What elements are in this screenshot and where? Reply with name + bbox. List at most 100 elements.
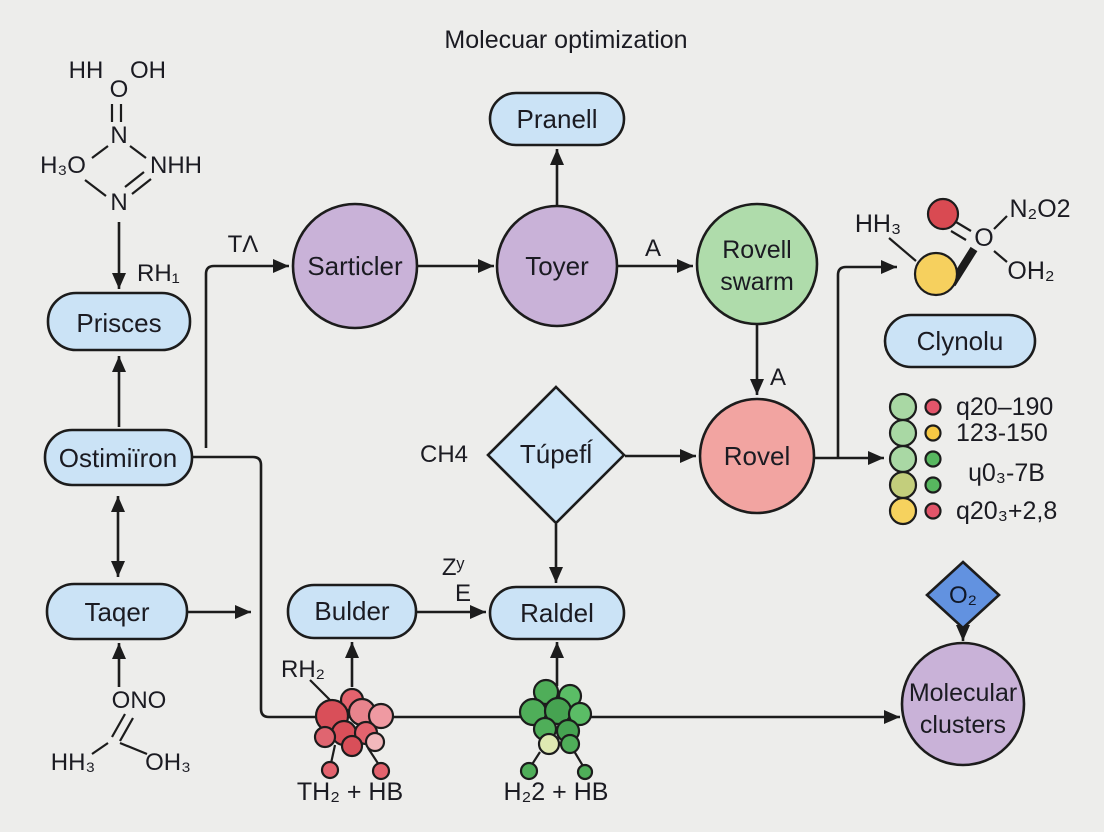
node-sarticler-shape	[291, 202, 419, 330]
molecule-top-left: HH OH O N H₃O NHH N	[40, 57, 202, 216]
node-rovell-swarm-label-line1: Rovell	[722, 236, 791, 264]
bond-single-ono	[91, 741, 148, 756]
node-o2-diamond: O₂	[925, 560, 1001, 630]
node-prisces: Prisces	[46, 291, 192, 352]
node-rovel-label: Rovel	[724, 441, 790, 471]
green-cluster-atom	[567, 701, 593, 727]
red-cluster-atom	[364, 731, 386, 753]
node-molecular-clusters-label-line1: Molecular	[909, 679, 1017, 707]
node-taqer-label: Taqer	[84, 597, 149, 627]
node-molecular-clusters: Molecular clusters	[900, 641, 1026, 767]
atom-label-oh: OH	[130, 57, 166, 84]
bond-ring-single	[84, 145, 147, 197]
node-molecular-clusters-label-line2: clusters	[920, 711, 1006, 739]
green-cluster-satellite	[576, 763, 594, 781]
node-rovell-swarm: Rovell swarm	[695, 202, 819, 326]
bond-ring-double	[124, 171, 152, 195]
legend-label-0: q20–190	[956, 393, 1053, 421]
node-prisces-label: Prisces	[76, 308, 161, 338]
edge-label-ch4: CH4	[420, 441, 468, 468]
atom-label-oh2: OH₂	[1007, 257, 1054, 285]
node-ostimiiron: Ostimiïron	[43, 428, 194, 487]
edge-label-a-top: A	[645, 235, 661, 262]
green-cluster-caption: H₂2 + HB	[504, 778, 609, 806]
atom-label-ono: ONO	[112, 687, 167, 714]
node-ostimiiron-label: Ostimiïron	[59, 443, 177, 473]
red-cluster-caption: TH₂ + HB	[297, 778, 403, 806]
node-molecular-clusters-shape	[900, 641, 1026, 767]
red-cluster-atom	[313, 725, 337, 749]
node-tupefl-shape	[486, 385, 626, 525]
bond-double-o-n	[110, 104, 123, 122]
edge-label-z: Zʸ	[442, 554, 465, 581]
legend-big-circle-1	[888, 418, 918, 448]
node-tupefl-label: Túpefĺ	[520, 439, 593, 469]
edge-label-a-right: A	[770, 364, 786, 391]
node-taqer: Taqer	[45, 582, 189, 641]
node-raldel: Raldel	[488, 585, 626, 641]
green-cluster-atom	[559, 733, 581, 755]
red-cluster-satellite	[320, 760, 340, 780]
node-clynolu-label: Clynolu	[917, 326, 1004, 356]
legend-big-circle-3	[888, 470, 918, 500]
node-rovell-swarm-label-line2: swarm	[720, 268, 794, 296]
node-raldel-shape	[488, 585, 626, 641]
node-rovel: Rovel	[698, 397, 816, 515]
node-o2-shape	[925, 560, 1001, 630]
node-tupefl: Túpefĺ	[486, 385, 626, 525]
edge-label-e: E	[455, 580, 471, 607]
legend-label-2: ɥ0₃-7B	[968, 459, 1045, 487]
edge-ostimiiron-to-molecularclusters	[193, 455, 900, 724]
node-o2-label: O₂	[949, 582, 977, 609]
node-rovel-shape	[698, 397, 816, 515]
legend-small-circle-3	[924, 476, 942, 494]
red-cluster-atom	[340, 734, 364, 758]
legend-big-circle-2	[888, 444, 918, 474]
edges	[111, 149, 970, 724]
atom-label-nhh: NHH	[150, 152, 202, 179]
node-pranell: Pranell	[488, 91, 626, 147]
red-cluster-label-rh2: RH₂	[281, 656, 325, 683]
legend-small-circle-1	[924, 424, 942, 442]
edge-ostimiiron-to-sarticler	[204, 259, 289, 448]
legend-small-circle-4	[924, 502, 942, 520]
legend-label-1: 123-150	[956, 419, 1048, 447]
atom-red-circle	[926, 197, 960, 231]
edge-label-ta: TΛ	[228, 231, 259, 258]
atom-label-hh3: HH₃	[51, 749, 95, 776]
node-bulder: Bulder	[286, 583, 418, 640]
atom-label-hh: HH	[69, 57, 104, 84]
molecule-bottom-left: ONO HH₃ OH₃	[51, 687, 191, 776]
legend-big-circle-0	[888, 392, 918, 422]
red-cluster: RH₂ TH₂ + HB	[281, 656, 403, 806]
atom-label-n-bottom: N	[110, 189, 127, 216]
atom-label-h3o: H₃O	[40, 152, 86, 179]
atom-label-n-top: N	[110, 122, 127, 149]
green-cluster-atom	[537, 732, 561, 756]
node-pranell-label: Pranell	[517, 104, 598, 134]
node-sarticler-label: Sarticler	[307, 251, 403, 281]
node-ostimiiron-shape	[43, 428, 194, 487]
red-cluster-satellite	[371, 761, 391, 781]
atom-label-oh3: OH₃	[145, 749, 191, 776]
atom-label-hh3-right: HH₃	[855, 210, 901, 238]
node-toyer: Toyer	[495, 204, 619, 328]
node-bulder-shape	[286, 583, 418, 640]
edge-rovel-to-molecule	[836, 260, 897, 458]
atom-label-n2o2: N₂O2	[1009, 195, 1070, 223]
legend-small-circle-2	[924, 450, 942, 468]
red-cluster-atom	[367, 702, 395, 730]
bond-double-red-o	[950, 221, 972, 241]
node-toyer-label: Toyer	[525, 251, 589, 281]
edge-label-rh1: RH₁	[137, 260, 180, 287]
diagram-title: Molecuar optimization	[444, 26, 687, 54]
atom-label-o: O	[110, 76, 129, 103]
atom-yellow-circle	[913, 251, 959, 297]
green-cluster-satellite	[519, 761, 539, 781]
atom-label-o-right: O	[974, 224, 993, 252]
legend-small-circle-0	[924, 398, 942, 416]
node-clynolu: Clynolu	[883, 313, 1037, 369]
molecule-top-right: HH₃ O N₂O2 OH₂	[855, 195, 1071, 297]
node-bulder-label: Bulder	[314, 596, 389, 626]
